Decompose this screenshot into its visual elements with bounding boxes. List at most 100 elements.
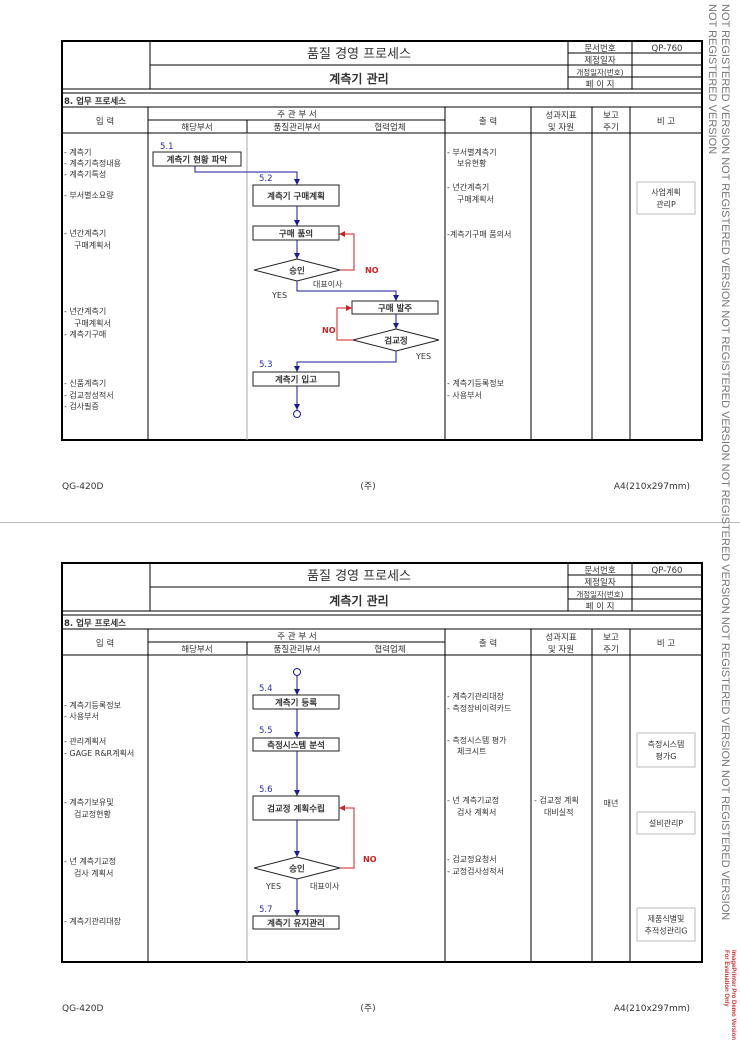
step-number: 5.1	[160, 142, 174, 152]
arrowhead-icon	[294, 253, 300, 259]
note-reference-box	[636, 732, 696, 768]
decision-calibration	[352, 328, 440, 352]
output-item: - 측정시스템 평가	[447, 735, 507, 745]
decision-no-label: NO	[363, 855, 377, 864]
decision-yes-label: YES	[271, 291, 287, 300]
demo-stamp-line: ImagePrinter Pro Demo Version	[730, 950, 736, 1041]
step-number: 5.5	[259, 726, 273, 736]
input-item: - 년간계측기	[64, 306, 106, 316]
output-item: - 부서별계측기	[447, 147, 497, 157]
step-box-5-7-label: 계측기 유지관리	[267, 918, 325, 929]
demo-stamp-line: For Evaluation Only	[723, 950, 729, 1007]
established-label: 제정일자	[584, 577, 615, 588]
kpi-item: - 검교정 계획	[534, 795, 579, 805]
col-dept: 주 관 부 서	[277, 631, 316, 642]
page-label: 페 이 지	[586, 601, 615, 612]
input-item: - 사용부서	[64, 712, 99, 721]
col-report: 주기	[603, 123, 619, 133]
step-box-5-6	[252, 795, 340, 821]
output-item: - 교정검사성적서	[447, 866, 504, 876]
input-item: - 계측기관리대장	[64, 916, 122, 926]
step-box-5-7	[252, 915, 340, 930]
step-number: 5.2	[259, 174, 273, 184]
flow-connector	[194, 166, 298, 185]
arrowhead-icon	[294, 179, 300, 185]
col-input: 입 력	[96, 116, 114, 127]
page-divider	[0, 522, 740, 523]
arrowhead-icon	[294, 851, 300, 857]
approver-label: 대표이사	[310, 881, 340, 891]
decision-approval-label: 승인	[289, 864, 305, 875]
arrowhead-icon	[294, 404, 300, 410]
input-item: - 계측기구매	[64, 329, 106, 339]
step-box-5-4	[252, 694, 340, 710]
input-item: - 계측기등록정보	[64, 700, 121, 710]
reject-connector	[340, 233, 355, 271]
col-kpi: 및 자원	[548, 122, 574, 133]
step-number: 5.6	[259, 785, 273, 795]
section-title: 8. 업무 프로세스	[64, 96, 126, 107]
input-item: 구매계획서	[74, 318, 111, 328]
flow-connector	[296, 281, 397, 301]
step-box-5-2-label: 계측기 구매계획	[267, 191, 325, 202]
footer-form-no: QG-420D	[62, 482, 103, 492]
col-dept: 주 관 부 서	[277, 109, 316, 120]
doc-no-value: QP-760	[652, 566, 683, 576]
input-item: 구매계획서	[74, 240, 111, 250]
step-box-5-5	[252, 737, 340, 752]
col-dept-partner: 협력업체	[374, 644, 405, 655]
reject-connector	[340, 807, 355, 869]
input-item: - GAGE R&R계획서	[64, 748, 134, 758]
output-item: - 계측기등록정보	[447, 378, 504, 388]
start-connector-icon	[293, 668, 301, 676]
step-number: 5.7	[259, 905, 273, 915]
step-box-5-1	[152, 151, 242, 167]
decision-calibration-label: 검교정	[384, 336, 407, 347]
arrowhead-icon	[339, 805, 345, 811]
input-item: - 계측기특성	[64, 169, 106, 179]
doc-title: 품질 경영 프로세스	[307, 47, 411, 62]
decision-no-label: NO	[365, 266, 379, 275]
note-reference: 추적성관리G	[645, 926, 688, 936]
established-label: 제정일자	[584, 55, 615, 66]
table-border	[61, 562, 703, 963]
page-label: 페 이 지	[586, 79, 615, 90]
col-input: 입 력	[96, 638, 114, 649]
arrowhead-icon	[346, 305, 352, 311]
arrowhead-icon	[294, 366, 300, 372]
report-cycle: 매년	[604, 798, 619, 808]
flow-connector	[296, 351, 397, 372]
arrowhead-icon	[294, 732, 300, 738]
col-notes: 비 고	[657, 639, 676, 649]
end-connector-icon	[293, 410, 301, 418]
step-box-5-3-label: 계측기 입고	[275, 375, 317, 386]
col-kpi: 성과지표	[545, 633, 576, 643]
kpi-item: 대비실적	[544, 807, 573, 817]
arrowhead-icon	[294, 910, 300, 916]
note-reference: 설비관리P	[649, 818, 683, 828]
col-dept-own: 해당부서	[181, 122, 212, 133]
output-item: - 검교정요청서	[447, 854, 497, 864]
step-box-5-5-label: 측정시스템 분석	[267, 740, 325, 751]
col-report: 보고	[603, 633, 619, 643]
note-reference: 측정시스템	[648, 739, 685, 749]
step-box-5-4-label: 계측기 등록	[275, 698, 317, 709]
note-reference: 제품식별및	[648, 914, 685, 924]
revised-label: 개정일자(번호)	[576, 67, 623, 77]
input-item: - 계측기보유및	[64, 797, 114, 807]
col-report: 주기	[603, 645, 619, 655]
arrowhead-icon	[294, 220, 300, 226]
footer-form-no: QG-420D	[62, 1004, 103, 1014]
input-item: - 계측기측정내용	[64, 158, 121, 168]
watermark: NOT REGISTERED VERSION NOT REGISTERED VE…	[705, 4, 735, 939]
col-dept-partner: 협력업체	[374, 122, 405, 133]
col-output: 출 력	[479, 638, 497, 649]
doc-title: 품질 경영 프로세스	[307, 569, 411, 584]
input-item: - 계측기	[64, 147, 92, 157]
output-item: - 계측기관리대장	[447, 691, 505, 701]
col-notes: 비 고	[657, 117, 676, 127]
col-dept-own: 해당부서	[181, 644, 212, 655]
note-reference: 사업계획	[651, 187, 680, 197]
col-dept-qa: 품질관리부서	[274, 122, 321, 133]
